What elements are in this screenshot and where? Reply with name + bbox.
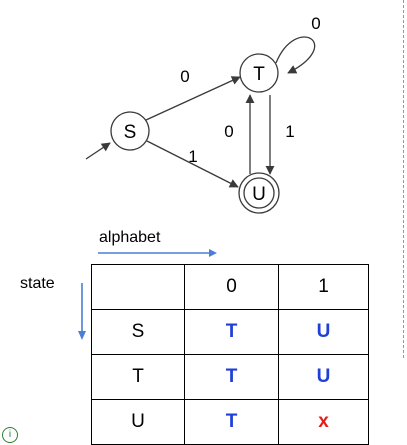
table-row: U T x	[91, 399, 369, 445]
edge-t-self-loop-label: 0	[311, 14, 320, 33]
state-s-node	[110, 111, 150, 151]
state-t-label: T	[253, 64, 265, 85]
alphabet-arrow	[98, 249, 217, 257]
next-state-cell: U	[278, 309, 369, 355]
row-state-label: T	[91, 354, 185, 400]
edge-s-to-u	[146, 140, 239, 188]
next-state-cell: U	[278, 354, 369, 400]
next-state-cell: T	[184, 309, 279, 355]
edge-u-to-t-label: 0	[224, 122, 233, 141]
table-header-0: 0	[184, 264, 279, 310]
edge-s-to-t	[145, 76, 241, 121]
next-state-cell: T	[184, 399, 279, 445]
dead-state-cell: x	[278, 399, 369, 445]
row-state-label: S	[91, 309, 185, 355]
alphabet-label: alphabet	[99, 229, 161, 246]
table-header-corner	[91, 264, 185, 310]
edge-s-to-t-label: 0	[180, 67, 189, 86]
edge-s-to-u-label: 1	[188, 147, 197, 166]
row-state-label: U	[91, 399, 185, 445]
state-t-node	[239, 53, 279, 93]
table-header-row: 0 1	[91, 264, 369, 310]
state-arrow	[78, 283, 86, 340]
state-label: state	[20, 275, 55, 292]
transition-table: 0 1 S T U T T U U T x	[91, 264, 369, 445]
table-row: T T U	[91, 354, 369, 400]
state-u-label: U	[252, 184, 266, 205]
dashed-divider	[403, 0, 404, 358]
table-row: S T U	[91, 309, 369, 355]
info-circle-icon: i	[2, 427, 18, 443]
state-u-node	[243, 177, 275, 209]
next-state-cell: T	[184, 354, 279, 400]
edge-t-self-loop	[275, 36, 316, 74]
table-header-1: 1	[278, 264, 369, 310]
state-s-label: S	[124, 122, 137, 143]
start-arrow	[85, 142, 111, 160]
edge-t-to-u-label: 1	[285, 122, 294, 141]
